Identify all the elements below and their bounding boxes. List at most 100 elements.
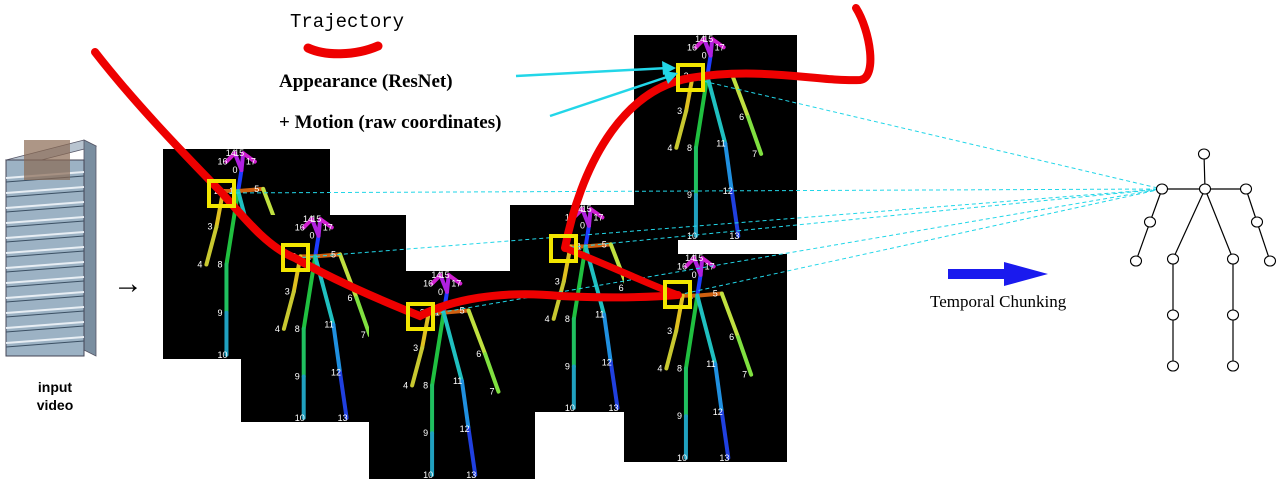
joint-label: 12 — [713, 407, 723, 417]
joint-label: 9 — [217, 308, 222, 318]
joint-label: 17 — [451, 278, 461, 288]
joint-label: 3 — [285, 287, 290, 297]
skeleton-node-rel — [1250, 216, 1264, 228]
joint-label: 0 — [310, 231, 315, 241]
joint-marker-1 — [207, 179, 236, 208]
skeleton-node-rwr — [1263, 255, 1277, 267]
output-skeleton — [1129, 148, 1277, 372]
joint-label: 14 — [685, 253, 695, 263]
joint-label: 13 — [466, 470, 476, 480]
joint-label: 11 — [716, 139, 725, 149]
joint-label: 14 — [431, 270, 441, 280]
joint-label: 15 — [693, 253, 703, 263]
joint-label: 10 — [687, 231, 697, 241]
trajectory-legend-swatch — [303, 41, 383, 59]
skeleton-node-rhip — [1226, 253, 1240, 265]
joint-label: 0 — [702, 51, 707, 61]
joint-label: 12 — [331, 367, 341, 377]
joint-label: 7 — [752, 149, 757, 159]
joint-label: 6 — [729, 332, 734, 342]
joint-label: 17 — [593, 212, 603, 222]
joint-label: 10 — [423, 470, 433, 480]
joint-label: 16 — [677, 261, 687, 271]
joint-label: 5 — [602, 239, 607, 249]
joint-label: 9 — [423, 428, 428, 438]
joint-label: 16 — [687, 42, 697, 52]
joint-label: 16 — [217, 157, 227, 167]
joint-label: 3 — [413, 343, 418, 353]
joint-label: 1 — [229, 186, 234, 196]
joint-label: 5 — [713, 289, 718, 299]
appearance-label: Appearance (ResNet) — [279, 71, 453, 92]
joint-label: 6 — [619, 283, 624, 293]
trajectory-curve-up — [561, 4, 875, 252]
feature-arrows — [515, 61, 678, 118]
joint-label: 6 — [739, 112, 744, 122]
skeleton-node-head — [1197, 148, 1211, 160]
joint-label: 9 — [677, 411, 682, 421]
joint-label: 0 — [232, 165, 237, 175]
joint-label: 10 — [217, 350, 227, 360]
joint-marker-6 — [676, 63, 705, 92]
joint-label: 11 — [453, 376, 462, 386]
temporal-chunking-label: Temporal Chunking — [930, 292, 1067, 311]
joint-label: 5 — [331, 249, 336, 259]
joint-label: 14 — [695, 34, 705, 44]
joint-label: 13 — [719, 453, 729, 463]
joint-label: 14 — [226, 148, 236, 158]
joint-label: 5 — [254, 184, 259, 194]
joint-label: 5 — [460, 306, 465, 316]
input-label-line1: input — [38, 379, 73, 395]
skeleton-node-lsh — [1155, 183, 1169, 195]
joint-label: 12 — [602, 357, 612, 367]
joint-label: 13 — [338, 413, 348, 423]
joint-label: 4 — [657, 363, 662, 373]
joint-label: 15 — [703, 34, 713, 44]
joint-label: 17 — [715, 42, 725, 52]
joint-label: 15 — [311, 214, 321, 224]
joint-label: 17 — [323, 222, 333, 232]
joint-label: 16 — [423, 278, 433, 288]
input-video-stack — [4, 139, 98, 357]
joint-label: 16 — [295, 222, 305, 232]
pose-frames: 0123456789101112131415161701234567891011… — [163, 34, 797, 480]
joint-marker-2 — [281, 243, 310, 272]
feature-links — [221, 77, 1163, 317]
joint-label: 9 — [687, 190, 692, 200]
joint-label: 3 — [667, 326, 672, 336]
joint-label: 9 — [565, 361, 570, 371]
joint-label: 8 — [565, 314, 570, 324]
joint-label: 8 — [217, 260, 222, 270]
joint-label: 0 — [580, 221, 585, 231]
joint-label: 4 — [197, 260, 202, 270]
joint-label: 12 — [460, 424, 470, 434]
skeleton-node-rkn — [1226, 309, 1240, 321]
joint-label: 8 — [423, 380, 428, 390]
skeleton-node-neck — [1198, 183, 1212, 195]
joint-label: 7 — [489, 387, 494, 397]
motion-label: + Motion (raw coordinates) — [279, 112, 501, 133]
joint-label: 3 — [677, 106, 682, 116]
skeleton-node-rsh — [1239, 183, 1253, 195]
skeleton-node-lan — [1166, 360, 1180, 372]
joint-label: 4 — [275, 324, 280, 334]
joint-label: 14 — [303, 214, 313, 224]
joint-label: 4 — [403, 380, 408, 390]
joint-label: 7 — [361, 330, 366, 340]
joint-label: 15 — [234, 148, 244, 158]
joint-label: 0 — [692, 270, 697, 280]
joint-label: 17 — [705, 261, 715, 271]
joint-marker-3 — [406, 302, 435, 331]
skeleton-node-lhip — [1166, 253, 1180, 265]
joint-label: 6 — [476, 349, 481, 359]
joint-label: 3 — [207, 222, 212, 232]
joint-label: 4 — [545, 314, 550, 324]
joint-label: 8 — [295, 324, 300, 334]
joint-label: 9 — [295, 371, 300, 381]
joint-label: 13 — [729, 231, 739, 241]
trajectory-legend-label: Trajectory — [290, 11, 404, 33]
joint-label: 8 — [677, 363, 682, 373]
temporal-chunking-arrow — [948, 262, 1048, 286]
